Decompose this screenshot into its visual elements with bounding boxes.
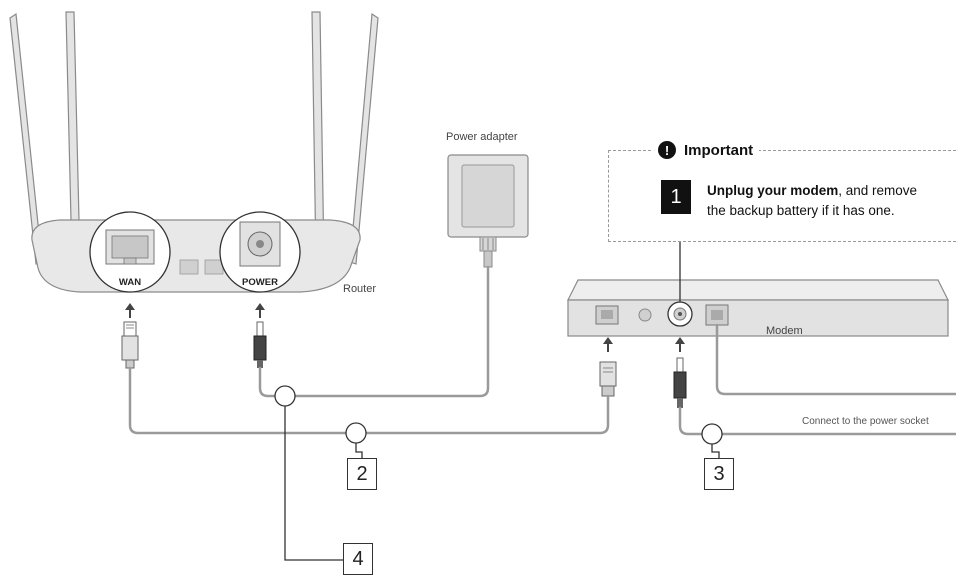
step-bold-text: Unplug your modem xyxy=(707,183,839,198)
router-antennas xyxy=(9,11,379,265)
power-adapter xyxy=(447,154,529,268)
important-header: ! Important xyxy=(652,141,760,159)
router-power-cable xyxy=(258,265,490,398)
important-callout xyxy=(608,150,956,242)
cables xyxy=(128,265,956,436)
modem-power-cable xyxy=(678,406,956,436)
callout-markers xyxy=(274,385,723,561)
power-plug-icon xyxy=(253,321,267,368)
step-4-box: 4 xyxy=(343,543,373,575)
power-plug-icon xyxy=(673,357,687,408)
modem-body xyxy=(567,279,949,337)
modem-label: Modem xyxy=(766,325,803,337)
wan-port-label: WAN xyxy=(118,277,142,288)
step-2-box: 2 xyxy=(347,458,377,490)
router-body xyxy=(31,219,361,293)
modem-line-cable xyxy=(715,323,956,396)
important-step-text: Unplug your modem, and remove the backup… xyxy=(707,181,917,221)
ethernet-plug-icon xyxy=(121,321,139,369)
important-title: Important xyxy=(684,141,754,159)
power-socket-label: Connect to the power socket xyxy=(802,416,929,427)
wan-port-zoom xyxy=(89,211,171,293)
arrow-up-icons xyxy=(125,303,685,352)
power-adapter-label: Power adapter xyxy=(446,131,518,143)
step-1-badge: 1 xyxy=(661,180,691,214)
ethernet-cable xyxy=(128,366,610,435)
power-port-label: POWER xyxy=(242,277,278,288)
step-3-box: 3 xyxy=(704,458,734,490)
exclamation-icon: ! xyxy=(658,141,676,159)
step-text-line2: the backup battery if it has one. xyxy=(707,203,895,218)
ethernet-plug-icon xyxy=(599,361,617,397)
antenna-4 xyxy=(349,12,379,265)
step-text-rest: , and remove xyxy=(838,183,918,198)
power-port-zoom xyxy=(219,211,301,293)
router-label: Router xyxy=(343,283,377,295)
